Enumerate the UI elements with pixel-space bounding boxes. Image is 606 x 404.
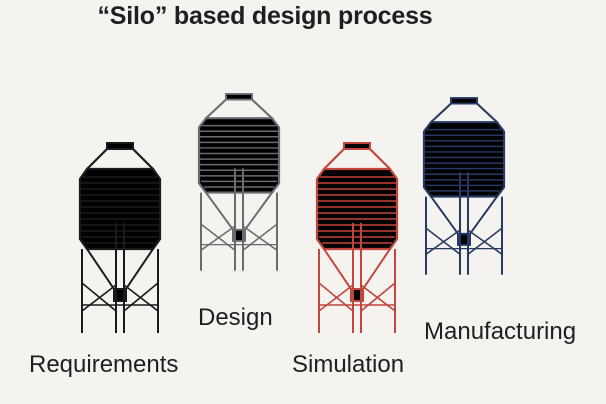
silo-icon <box>78 141 162 335</box>
silo-icon <box>422 96 506 276</box>
stage-label-simulation: Simulation <box>292 351 405 378</box>
stage-label-requirements: Requirements <box>29 351 179 378</box>
page-title: “Silo” based design process <box>97 2 433 30</box>
silo-icon <box>197 92 281 272</box>
stage-label-design: Design <box>198 304 273 331</box>
silo-icon <box>315 141 399 335</box>
stage-label-manufacturing: Manufacturing <box>424 318 577 345</box>
